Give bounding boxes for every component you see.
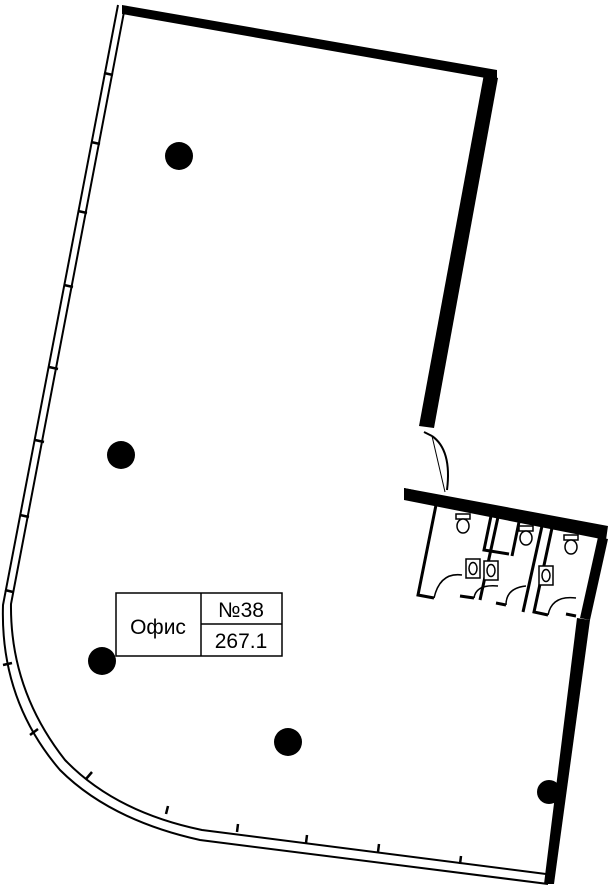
column: [165, 142, 193, 170]
washroom-block: [416, 504, 577, 618]
sink-icon: [465, 558, 481, 579]
sink-icon: [483, 560, 499, 581]
toilet-icon: [518, 525, 534, 546]
column: [537, 780, 561, 804]
window-mullions: [2, 71, 463, 865]
floor-area: [8, 6, 606, 884]
column: [274, 728, 302, 756]
columns: [88, 142, 561, 804]
washroom-doors: [433, 573, 577, 616]
right-wall: [419, 74, 498, 428]
entry-door: [423, 431, 449, 493]
sink-icon: [538, 565, 554, 586]
column: [88, 647, 116, 675]
room-label: Офис №38 267.1: [115, 592, 283, 657]
room-type-label: Офис: [130, 616, 186, 639]
window-wall: [1, 4, 549, 885]
lower-right-wall: [404, 488, 608, 884]
room-number-label: №38: [218, 599, 264, 622]
top-wall: [122, 5, 497, 80]
toilet-icon: [455, 513, 471, 534]
column: [107, 441, 135, 469]
toilet-icons: [455, 513, 579, 555]
sink-icons: [465, 558, 554, 586]
room-area-label: 267.1: [215, 630, 268, 653]
toilet-icon: [563, 534, 579, 555]
